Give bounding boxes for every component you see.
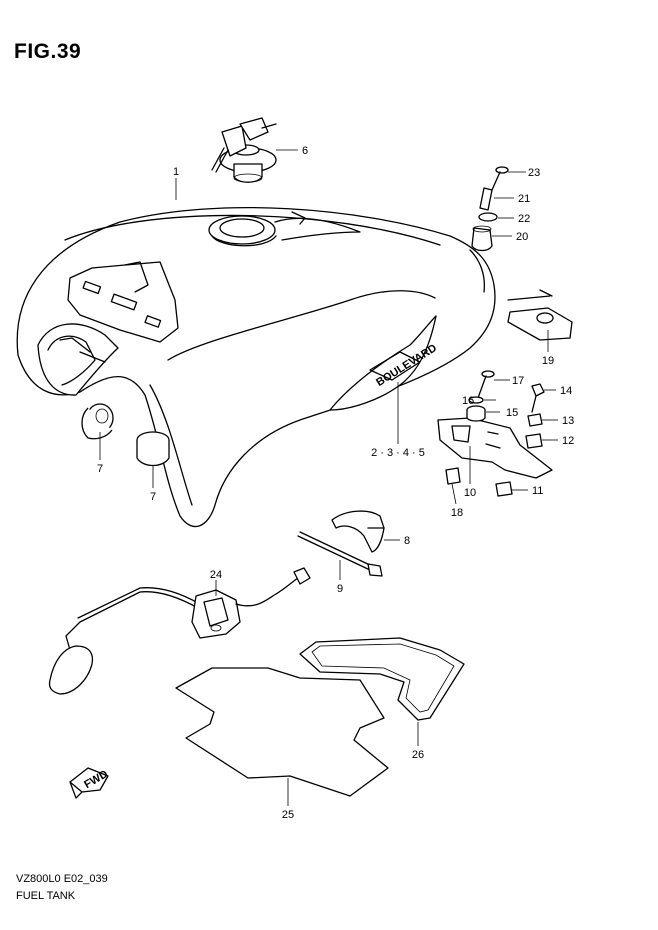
callout-19: 19 xyxy=(542,355,554,367)
rear-bracket-part-10[interactable] xyxy=(437,370,553,497)
band-part-9[interactable] xyxy=(297,531,383,577)
callout-8: 8 xyxy=(404,535,410,547)
forward-direction-arrow: FWD xyxy=(69,767,110,799)
callout-14: 14 xyxy=(560,385,572,397)
callout-labels: 1 6 23 21 22 20 19 17 14 16 15 13 12 2 ·… xyxy=(97,145,574,821)
callout-18: 18 xyxy=(451,507,463,519)
callout-6: 6 xyxy=(302,145,308,157)
front-mount-hardware[interactable] xyxy=(471,166,509,252)
callout-10: 10 xyxy=(464,487,476,499)
heat-shield-part-25[interactable] xyxy=(175,667,389,797)
fuel-cap-part-6[interactable] xyxy=(211,117,277,183)
callout-7b: 7 xyxy=(150,491,156,503)
callout-22: 22 xyxy=(518,213,530,225)
callout-23: 23 xyxy=(528,167,540,179)
figure-name: FUEL TANK xyxy=(16,890,76,902)
callout-24: 24 xyxy=(210,569,222,581)
callout-20: 20 xyxy=(516,231,528,243)
front-bracket-part-19[interactable] xyxy=(507,289,573,341)
callout-12: 12 xyxy=(562,435,574,447)
figure-code: VZ800L0 E02_039 xyxy=(16,873,108,885)
callout-2-3-4-5: 2 · 3 · 4 · 5 xyxy=(371,447,425,459)
callout-16: 16 xyxy=(462,395,474,407)
fuel-tank-part-1[interactable]: BOULEVARD xyxy=(16,206,496,528)
callout-11: 11 xyxy=(532,485,543,497)
callout-21: 21 xyxy=(518,193,530,205)
fuel-level-gauge-part-24[interactable] xyxy=(48,567,311,695)
callout-17: 17 xyxy=(512,375,524,387)
callout-13: 13 xyxy=(562,415,574,427)
callout-9: 9 xyxy=(337,583,343,595)
cushion-part-7a[interactable] xyxy=(81,403,114,440)
figure-title: FIG.39 xyxy=(14,40,82,63)
callout-7a: 7 xyxy=(97,463,103,475)
callout-15: 15 xyxy=(506,407,518,419)
callout-26: 26 xyxy=(412,749,424,761)
gasket-part-26[interactable] xyxy=(299,637,465,721)
callout-1: 1 xyxy=(173,166,179,178)
cushion-part-8[interactable] xyxy=(331,510,385,553)
callout-25: 25 xyxy=(282,809,294,821)
leader-lines xyxy=(99,149,558,806)
cushion-part-7b[interactable] xyxy=(136,431,170,467)
